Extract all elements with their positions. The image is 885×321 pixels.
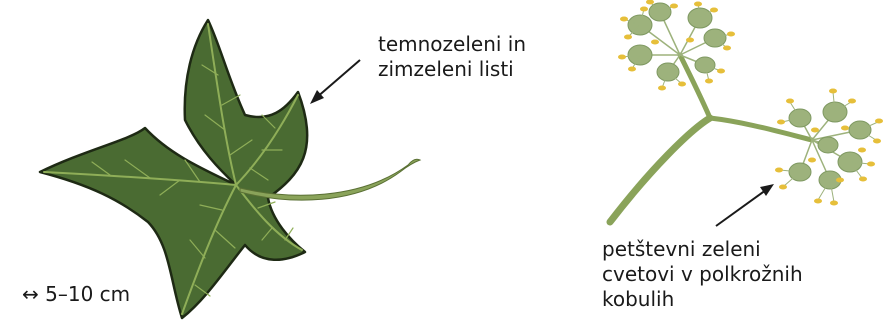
leaf-label: temnozeleni in zimzeleni listi (378, 32, 526, 82)
flower-label-line2: cvetovi v polkrožnih (602, 262, 803, 287)
flower-umbel-lower (775, 89, 883, 206)
flower-label-arrow (716, 184, 774, 226)
flower-label: petštevni zeleni cvetovi v polkrožnih ko… (602, 237, 803, 312)
flower-label-line1: petštevni zeleni (602, 237, 803, 262)
size-label: ↔ 5–10 cm (22, 282, 130, 307)
leaf-label-line1: temnozeleni in (378, 32, 526, 57)
leaf-label-line2: zimzeleni listi (378, 57, 526, 82)
leaf-blade (40, 20, 307, 318)
flower-label-line3: kobulih (602, 287, 803, 312)
ivy-leaf (40, 20, 307, 318)
flower-umbel-upper (618, 0, 735, 91)
leaf-label-arrow (310, 60, 360, 104)
